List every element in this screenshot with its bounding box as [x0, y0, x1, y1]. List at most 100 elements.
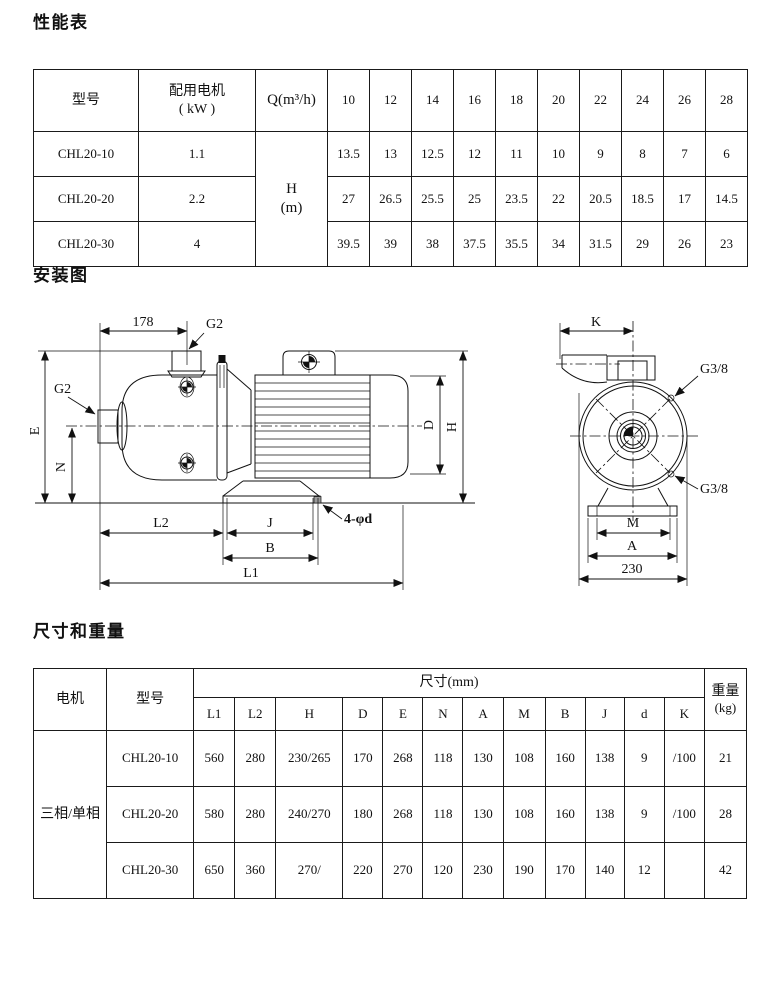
- plug-bolt-top: [178, 376, 196, 398]
- dim-label-g2-left: G2: [54, 382, 71, 397]
- lug-bolt: [298, 351, 320, 373]
- dim-cell: 560: [193, 730, 236, 787]
- head-cell: 12.5: [411, 131, 454, 177]
- col-header-weight-line2: (kg): [714, 700, 737, 716]
- dim-label-b: B: [265, 541, 274, 556]
- h-label-line1: H: [286, 181, 297, 198]
- dim-cell: 130: [462, 786, 504, 843]
- dim-label-g2-top: G2: [206, 317, 223, 332]
- weight-cell: 21: [703, 730, 748, 787]
- model-cell: CHL20-10: [106, 730, 195, 787]
- col-header-motor: 配用电机 ( kW ): [138, 69, 256, 132]
- dim-cell: 9: [623, 730, 665, 787]
- head-cell: 13: [369, 131, 412, 177]
- dimensions-table: 电机 型号 尺寸(mm) 重量 (kg) L1 L2 H D E N A M B…: [32, 668, 748, 899]
- head-cell: 23: [705, 221, 748, 267]
- dim-cell: 138: [584, 730, 625, 787]
- dim-cell: 580: [193, 786, 236, 843]
- dim-label-a: A: [627, 539, 638, 554]
- model-cell: CHL20-30: [33, 221, 139, 267]
- dim-cell: 138: [584, 786, 625, 843]
- q-value-header: 20: [537, 69, 580, 132]
- table-row: 三相/单相 CHL20-10 560 280 230/265 170 268 1…: [32, 730, 748, 899]
- head-cell: 31.5: [579, 221, 622, 267]
- table-row: CHL20-30 650 360 270/ 220 270 120 230 19…: [34, 842, 748, 899]
- dim-cell: 280: [234, 786, 277, 843]
- table-row: 电机 型号 尺寸(mm) 重量 (kg): [32, 668, 748, 731]
- dim-label-n: N: [54, 462, 69, 472]
- dim-label-holes: 4-φd: [344, 512, 372, 527]
- dim-cell: 120: [422, 842, 464, 899]
- head-cell: 22: [537, 176, 580, 222]
- dim-col-header: L2: [234, 697, 277, 731]
- head-cell: 29: [621, 221, 664, 267]
- dim-cell: 180: [342, 786, 384, 843]
- dim-cell: 230: [462, 842, 504, 899]
- dim-cell: 190: [502, 842, 546, 899]
- h-label-line2: (m): [280, 200, 303, 216]
- head-cell: 23.5: [495, 176, 538, 222]
- q-value-header: 16: [453, 69, 496, 132]
- table-row: CHL20-20 2.2 27 26.5 25.5 25 23.5 22 20.…: [33, 176, 748, 222]
- section-title-performance: 性能表: [33, 13, 89, 33]
- q-value-header: 10: [327, 69, 370, 132]
- model-cell: CHL20-10: [33, 131, 139, 177]
- head-cell: 10: [537, 131, 580, 177]
- power-cell: 1.1: [138, 131, 256, 177]
- power-cell: 4: [138, 221, 256, 267]
- q-value-header: 12: [369, 69, 412, 132]
- dim-col-header: A: [462, 697, 504, 731]
- dim-cell: /100: [663, 786, 705, 843]
- head-cell: 25: [453, 176, 496, 222]
- q-value-header: 14: [411, 69, 454, 132]
- dim-label-m: M: [627, 516, 640, 531]
- section-title-dimensions: 尺寸和重量: [33, 622, 126, 642]
- dim-cell: [663, 842, 705, 899]
- head-cell: 34: [537, 221, 580, 267]
- dim-col-header: K: [663, 697, 705, 731]
- power-cell: 2.2: [138, 176, 256, 222]
- dim-cell: 650: [193, 842, 236, 899]
- head-cell: 12: [453, 131, 496, 177]
- dim-cell: 160: [544, 730, 586, 787]
- head-cell: 9: [579, 131, 622, 177]
- dim-cell: 9: [623, 786, 665, 843]
- dim-cell: 108: [502, 730, 546, 787]
- model-cell: CHL20-20: [106, 786, 195, 843]
- dim-label-l2: L2: [153, 516, 169, 531]
- h-m-merged-cell: H (m): [255, 131, 328, 267]
- dim-cell: 130: [462, 730, 504, 787]
- dim-cell: 220: [342, 842, 384, 899]
- dim-col-header: J: [584, 697, 625, 731]
- dim-cell: 12: [623, 842, 665, 899]
- dim-label-178: 178: [133, 315, 154, 330]
- foot-bolt-slot: [313, 496, 322, 504]
- q-value-header: 24: [621, 69, 664, 132]
- dim-col-header: B: [544, 697, 586, 731]
- dim-cell: 108: [502, 786, 546, 843]
- dim-cell: 240/270: [275, 786, 344, 843]
- head-cell: 38: [411, 221, 454, 267]
- dim-cell: 118: [422, 730, 464, 787]
- head-cell: 6: [705, 131, 748, 177]
- dim-label-h: H: [445, 422, 460, 432]
- col-header-motor-line2: ( kW ): [178, 101, 216, 117]
- weight-cell: 42: [703, 842, 748, 899]
- head-cell: 18.5: [621, 176, 664, 222]
- head-cell: 39: [369, 221, 412, 267]
- dim-cell: 230/265: [275, 730, 344, 787]
- dim-cell: 360: [234, 842, 277, 899]
- head-cell: 13.5: [327, 131, 370, 177]
- dim-label-d: D: [422, 420, 437, 430]
- head-cell: 25.5: [411, 176, 454, 222]
- head-cell: 27: [327, 176, 370, 222]
- datasheet-page: 性能表 型号 配用电机 ( kW ) Q(m³/h) 10 12 14 16 1…: [28, 13, 748, 899]
- dim-label-g38-top: G3/8: [700, 362, 728, 377]
- dim-col-header: d: [623, 697, 665, 731]
- head-cell: 7: [663, 131, 706, 177]
- col-header-weight-line1: 重量: [711, 683, 740, 699]
- dim-col-header: H: [275, 697, 344, 731]
- table-row: CHL20-10 1.1 H (m) 13.5 13 12.5 12 11 10…: [33, 131, 748, 267]
- front-view: K G3/8 G3/8 M A 230: [556, 315, 728, 586]
- side-view: E N 178 G2 G2: [28, 315, 475, 590]
